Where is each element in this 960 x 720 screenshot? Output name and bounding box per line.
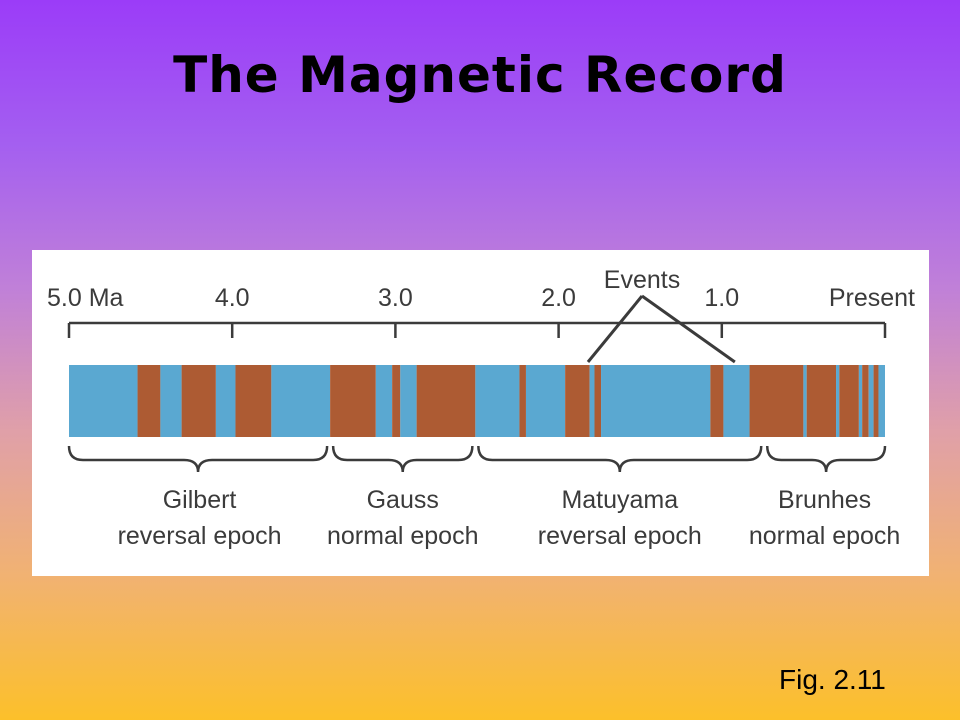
polarity-band-reversed — [181, 365, 216, 437]
polarity-band-normal — [69, 365, 138, 437]
polarity-band-normal — [475, 365, 520, 437]
polarity-band-reversed — [392, 365, 401, 437]
time-axis-label: 4.0 — [215, 284, 250, 312]
polarity-band-reversed — [873, 365, 879, 437]
polarity-band-normal — [601, 365, 711, 437]
event-pointer-line — [586, 295, 644, 363]
time-axis-label: 3.0 — [378, 284, 413, 312]
time-axis-label: 1.0 — [704, 284, 739, 312]
polarity-band-normal — [400, 365, 417, 437]
polarity-band-reversed — [862, 365, 869, 437]
polarity-band-normal — [836, 365, 840, 437]
epoch-type: reversal epoch — [118, 522, 282, 550]
polarity-band-normal — [375, 365, 393, 437]
epoch-brace — [477, 445, 763, 473]
epoch-brace — [765, 445, 887, 473]
polarity-band-normal — [723, 365, 750, 437]
epoch-brace — [331, 445, 474, 473]
polarity-band-reversed — [806, 365, 837, 437]
time-axis-label: 2.0 — [541, 284, 576, 312]
epoch-brace — [67, 445, 329, 473]
polarity-band-reversed — [330, 365, 376, 437]
polarity-band-reversed — [519, 365, 526, 437]
polarity-band-reversed — [839, 365, 859, 437]
polarity-band-reversed — [710, 365, 724, 437]
polarity-band-reversed — [749, 365, 804, 437]
epoch-type: reversal epoch — [538, 522, 702, 550]
time-axis-label: Present — [829, 284, 915, 312]
polarity-band-normal — [878, 365, 885, 437]
polarity-band-normal — [589, 365, 595, 437]
epoch-type: normal epoch — [749, 522, 900, 550]
polarity-band-normal — [271, 365, 331, 437]
polarity-band-reversed — [137, 365, 161, 437]
polarity-band-normal — [525, 365, 566, 437]
time-axis-label: 5.0 Ma — [47, 284, 124, 312]
events-label: Events — [604, 266, 680, 294]
epoch-name: Gilbert — [163, 486, 237, 514]
polarity-band-normal — [160, 365, 182, 437]
epoch-type: normal epoch — [327, 522, 478, 550]
epoch-name: Gauss — [367, 486, 439, 514]
polarity-band-reversed — [565, 365, 590, 437]
epoch-name: Matuyama — [561, 486, 678, 514]
polarity-band-normal — [215, 365, 236, 437]
polarity-band-reversed — [416, 365, 476, 437]
figure-label: Fig. 2.11 — [779, 664, 886, 695]
polarity-band-normal — [868, 365, 874, 437]
epoch-name: Brunhes — [778, 486, 871, 514]
polarity-band-reversed — [235, 365, 272, 437]
polarity-band-normal — [858, 365, 863, 437]
event-pointer-line — [641, 294, 736, 364]
slide-title: The Magnetic Record — [173, 46, 787, 104]
polarity-band-normal — [803, 365, 807, 437]
polarity-band-reversed — [594, 365, 602, 437]
